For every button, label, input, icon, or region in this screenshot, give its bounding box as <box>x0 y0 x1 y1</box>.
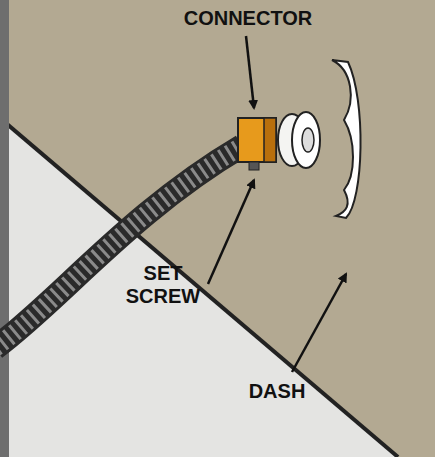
leader-arrow <box>246 36 254 108</box>
dash-plate <box>332 60 361 218</box>
side-band <box>0 0 9 457</box>
leader-arrow <box>292 274 346 372</box>
part-label: CONNECTOR <box>178 7 318 30</box>
connector-side <box>264 118 276 162</box>
set-screw <box>249 162 259 170</box>
locknut-face <box>292 112 320 168</box>
cable-coils <box>0 146 242 348</box>
connector-body <box>238 118 276 162</box>
part-label: SET SCREW <box>118 262 208 308</box>
leader-arrow <box>208 180 254 284</box>
armored-cable <box>0 146 242 348</box>
part-label: DASH <box>222 380 332 403</box>
locknut-hole <box>302 128 314 152</box>
